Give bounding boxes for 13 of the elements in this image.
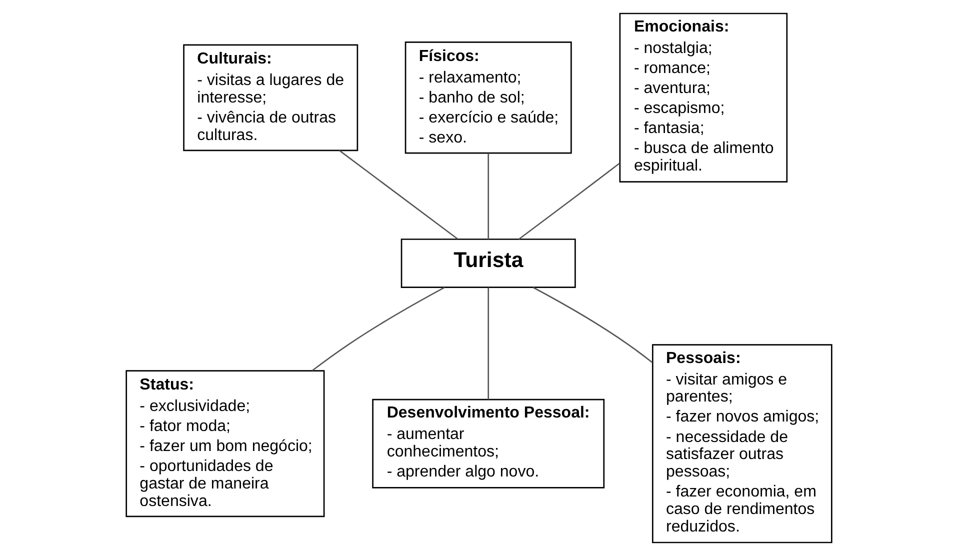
connector xyxy=(532,286,653,363)
node-box: Físicos: - relaxamento; - banho de sol; - exercício e saúde; - sexo. xyxy=(404,42,572,154)
connector xyxy=(488,153,490,240)
node-box: Turista xyxy=(400,238,576,288)
connector xyxy=(312,286,445,372)
connector xyxy=(518,162,620,240)
node-box: Culturais: - visitas a lugares de interesse; - vivência de outras culturas. xyxy=(183,44,358,152)
node-box: Desenvolvimento Pessoal: - aumentar conhecimentos; - aprender algo novo. xyxy=(372,398,605,488)
node-box: Pessoais: - visitar amigos e parentes; - fazer novos amigos; - necessidade de satisfazer outras pessoas; - fazer economia, em caso de rendimentos reduzidos. xyxy=(652,344,832,544)
node-box: Status: - exclusividade; - fator moda; - fazer um bom negócio; - oportunidades de gastar de maneira ostensiva. xyxy=(126,370,325,518)
connector xyxy=(488,288,490,400)
node-box: Emocionais: - nostalgia; - romance; - aventura; - escapismo; - fantasia; - busca de alimento espiritual. xyxy=(619,12,788,182)
connector xyxy=(339,150,458,240)
